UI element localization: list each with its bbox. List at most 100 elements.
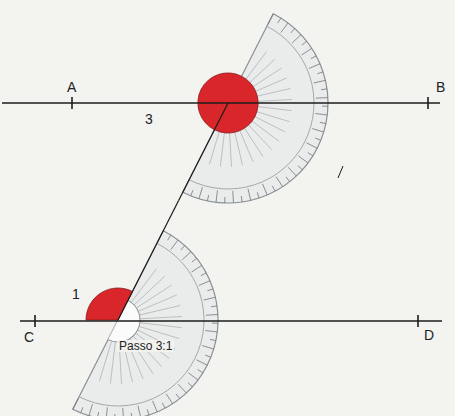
protractor-tick [309,60,320,72]
protractor-tick [281,22,288,33]
protractor-tick [228,191,238,203]
protractor-tick [198,370,204,373]
protractor-ray [93,341,118,381]
protractor-tick [291,28,295,34]
protractor-tick [239,196,244,202]
protractor-tick [205,327,217,336]
protractor-tick [314,76,326,87]
protractor-tick [163,394,175,404]
protractor-tick [278,18,281,24]
protractor-tick [306,143,317,148]
point-tick [427,97,429,109]
protractor-tick [187,373,198,380]
protractor-tick [271,186,277,191]
protractor [73,231,253,416]
protractor-tick [206,310,218,320]
point-label: B [436,80,445,94]
stray-mark [338,166,343,178]
protractor-ray [134,270,165,312]
line-cd [20,320,442,322]
protractor-tick [322,104,328,109]
protractor-tick [297,166,303,170]
protractor-tick [118,408,128,416]
protractor-tick [302,40,307,46]
protractor-tick [202,344,213,351]
protractor-tick [182,250,191,262]
protractor-tick [145,409,151,415]
angle-number: 1 [72,287,80,301]
protractor-tick [211,304,217,309]
protractor-tick [320,121,326,125]
point-tick [417,315,419,327]
protractor-tick [112,414,117,416]
point-tick [34,315,36,327]
protractor-tick [102,407,111,416]
protractor-tick [316,93,328,103]
protractor-tick [96,412,100,416]
line-ab [2,102,440,104]
protractor-tick [197,187,204,198]
point-label: C [24,330,34,344]
protractor-tick [210,338,216,342]
angle-number: 3 [145,112,153,126]
protractor-tick [315,138,321,141]
protractor-tick [196,360,207,365]
protractor-tick [286,167,298,176]
point-label: A [67,80,76,94]
protractor-tick [192,257,197,263]
point-tick [71,97,73,109]
protractor-tick [222,197,227,203]
protractor-tick [315,110,327,119]
protractor-tick [149,401,161,412]
protractor-tick [317,70,323,76]
protractor-tick [297,156,308,163]
protractor-tick [176,384,188,393]
protractor-tick [134,406,145,416]
protractor-tick [292,33,301,45]
protractor-tick [87,404,94,415]
protractor-tick [129,413,134,416]
protractor-tick [201,271,206,277]
transversal [118,201,179,320]
protractor-tick [168,235,171,241]
protractor-tick [192,263,202,275]
protractor-tick [207,287,213,293]
protractor-scale [79,243,233,416]
protractor-tick [171,239,178,250]
step-note: Passo 3:1 [117,340,174,352]
protractor-tick [161,403,167,408]
protractor-tick [212,190,221,202]
protractor-tick [308,153,314,156]
protractor-tick [206,195,210,201]
protractor-tick [268,14,273,25]
protractor-body [183,14,363,238]
protractor-tick [205,355,211,358]
protractor-tick [259,184,271,195]
protractor-tick [255,192,261,198]
protractor-tick [80,407,83,413]
protractor-tick [199,277,210,289]
protractor-tick [244,189,255,201]
transversal [179,103,229,201]
protractor-ray [136,276,171,318]
protractor-tick [175,394,181,399]
protractor-ray [138,283,177,324]
protractor-tick [312,127,323,134]
protractor-tick [273,177,285,187]
protractor-tick [321,87,327,92]
protractor-ray [140,300,182,335]
protractor-tick [311,54,316,60]
protractor-tick [285,177,291,182]
protractor-tick [302,46,312,58]
protractor [183,14,363,238]
protractor-tick [181,245,185,251]
protractor-tick [204,293,216,304]
protractor-body [73,231,253,416]
point-label: D [424,328,434,342]
protractor-scale [189,26,343,218]
protractor-tick [187,383,193,387]
protractor-tick [190,190,193,196]
protractor-ray [140,310,182,341]
protractor-tick [73,398,78,409]
